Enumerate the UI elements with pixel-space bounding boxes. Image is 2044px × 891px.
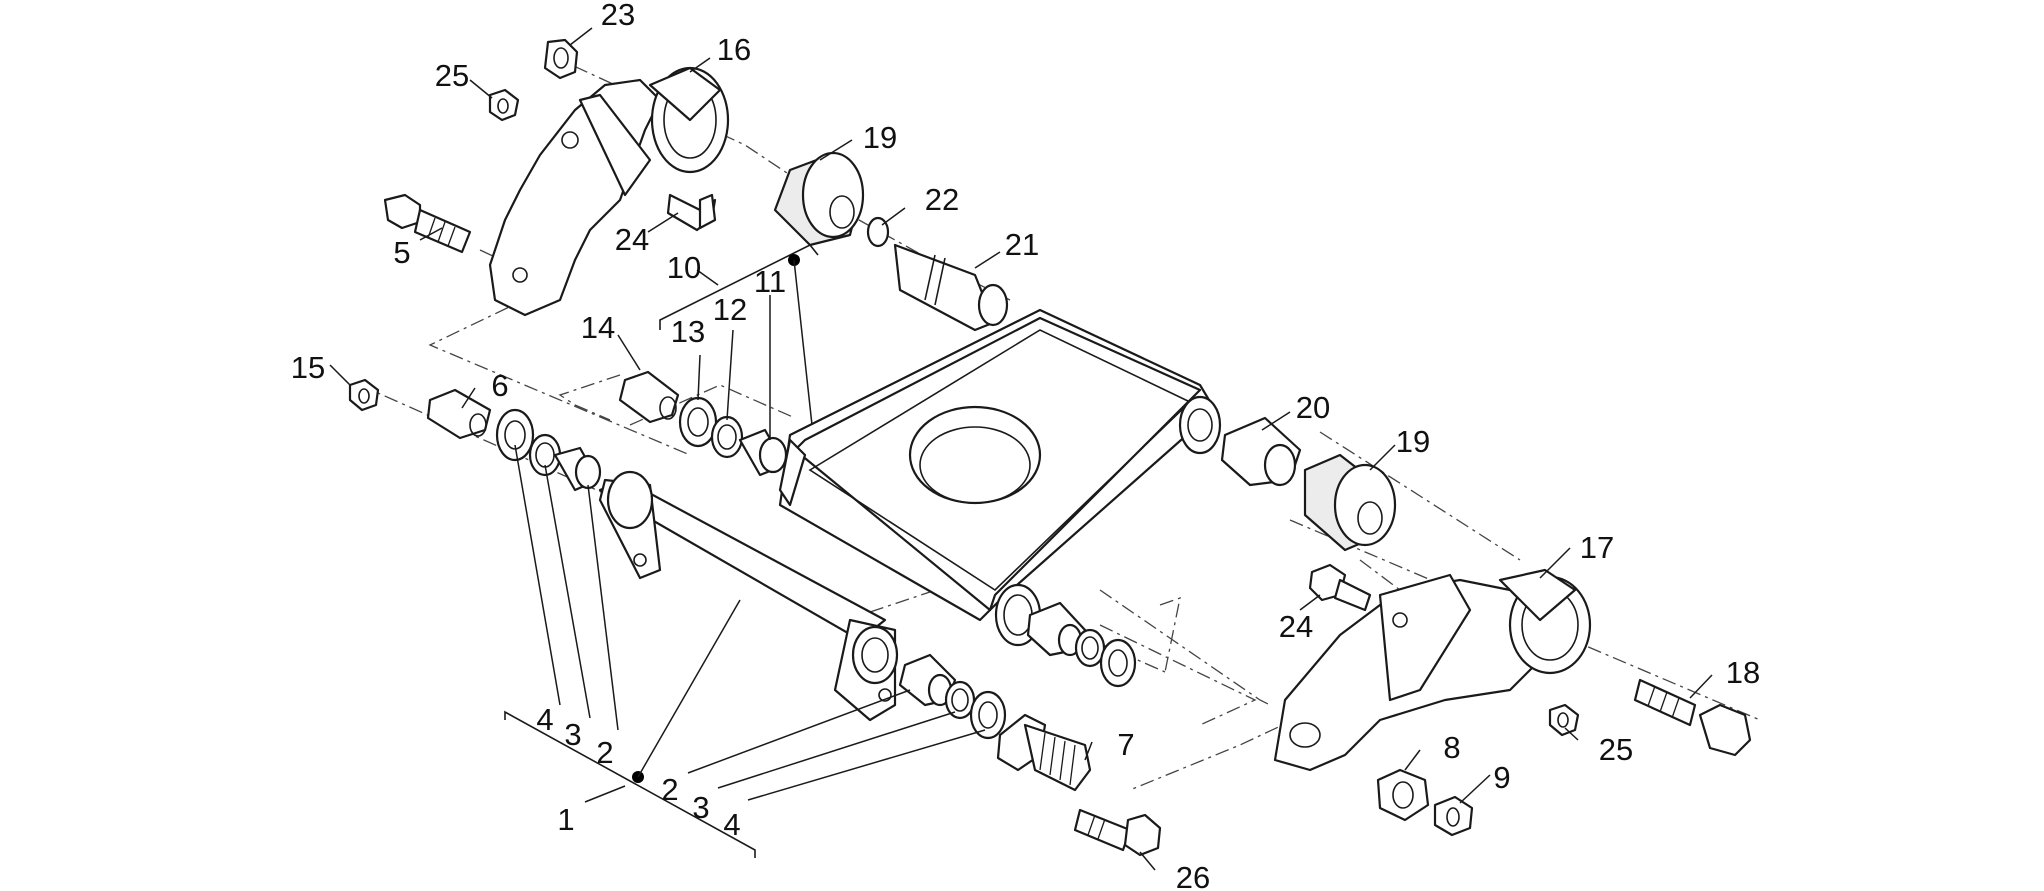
- callout-17: 17: [1580, 530, 1614, 565]
- callout-23: 23: [601, 0, 635, 32]
- callout-9: 9: [1493, 760, 1510, 795]
- callout-26: 26: [1176, 860, 1210, 891]
- nut-9: [1433, 795, 1474, 837]
- nut-25-right: [1548, 703, 1580, 737]
- silent-block-19-top: [773, 151, 865, 247]
- callout-20: 20: [1296, 390, 1330, 425]
- callout-8: 8: [1443, 730, 1460, 765]
- callout-24-top: 24: [615, 222, 649, 257]
- silent-block-19-right: [1303, 453, 1397, 552]
- swing-arm-frame: [778, 308, 1222, 647]
- nut-8: [1376, 768, 1430, 822]
- pivot-pin-7: [996, 713, 1092, 792]
- bolt-18: [1633, 678, 1752, 757]
- bushing-2-left: [553, 446, 602, 492]
- nut-15: [348, 378, 380, 412]
- callout-5: 5: [393, 235, 410, 270]
- callout-15: 15: [291, 350, 325, 385]
- pin-21: [893, 243, 1009, 332]
- seal-12: [710, 415, 744, 459]
- callout-labels: 23 16 25 19 22 21 24 5 10 11 12 13 14 15…: [291, 0, 1760, 891]
- callout-4-left: 4: [536, 702, 553, 737]
- callout-24-right: 24: [1279, 609, 1313, 644]
- kit-bracket-1: [504, 599, 756, 858]
- callout-2-left: 2: [596, 735, 613, 770]
- seal-3-right: [944, 680, 976, 720]
- callout-12: 12: [713, 292, 747, 327]
- callout-2-right: 2: [661, 772, 678, 807]
- callout-4-right: 4: [723, 807, 740, 842]
- callout-1: 1: [557, 802, 574, 837]
- callout-22: 22: [925, 182, 959, 217]
- bolt-5: [383, 193, 472, 254]
- bushing-11: [738, 428, 788, 477]
- nut-25-top: [488, 88, 520, 122]
- bushing-20: [1220, 416, 1302, 487]
- bolt-24-right: [1308, 563, 1372, 612]
- washer-13: [678, 396, 718, 448]
- kit-bracket-10: [659, 243, 819, 426]
- callout-10: 10: [667, 250, 701, 285]
- callout-6: 6: [491, 368, 508, 403]
- washer-4-left: [495, 408, 535, 462]
- callout-25-top: 25: [435, 58, 469, 93]
- callout-13: 13: [671, 314, 705, 349]
- sleeve-14: [618, 370, 680, 424]
- bolt-26: [1073, 808, 1162, 857]
- callout-3-left: 3: [564, 717, 581, 752]
- callout-25-right: 25: [1599, 732, 1633, 767]
- callout-11: 11: [754, 264, 786, 299]
- sleeve-6: [426, 388, 492, 440]
- callout-16: 16: [717, 32, 751, 67]
- bolt-24-top: [666, 193, 717, 232]
- bushing-frame-right: [1026, 601, 1137, 688]
- washer-4-right: [969, 690, 1007, 740]
- callout-18: 18: [1726, 655, 1760, 690]
- callout-14: 14: [581, 310, 615, 345]
- callout-19-right: 19: [1396, 424, 1430, 459]
- callout-7: 7: [1117, 727, 1134, 762]
- bracket-16: [488, 66, 730, 317]
- callout-21: 21: [1005, 227, 1039, 262]
- callout-3-right: 3: [692, 790, 709, 825]
- shaft-1: [598, 470, 899, 722]
- bracket-17: [1273, 568, 1592, 772]
- callout-19-top: 19: [863, 120, 897, 155]
- leader-lines: [329, 27, 1713, 871]
- flange-nut-23: [543, 38, 579, 80]
